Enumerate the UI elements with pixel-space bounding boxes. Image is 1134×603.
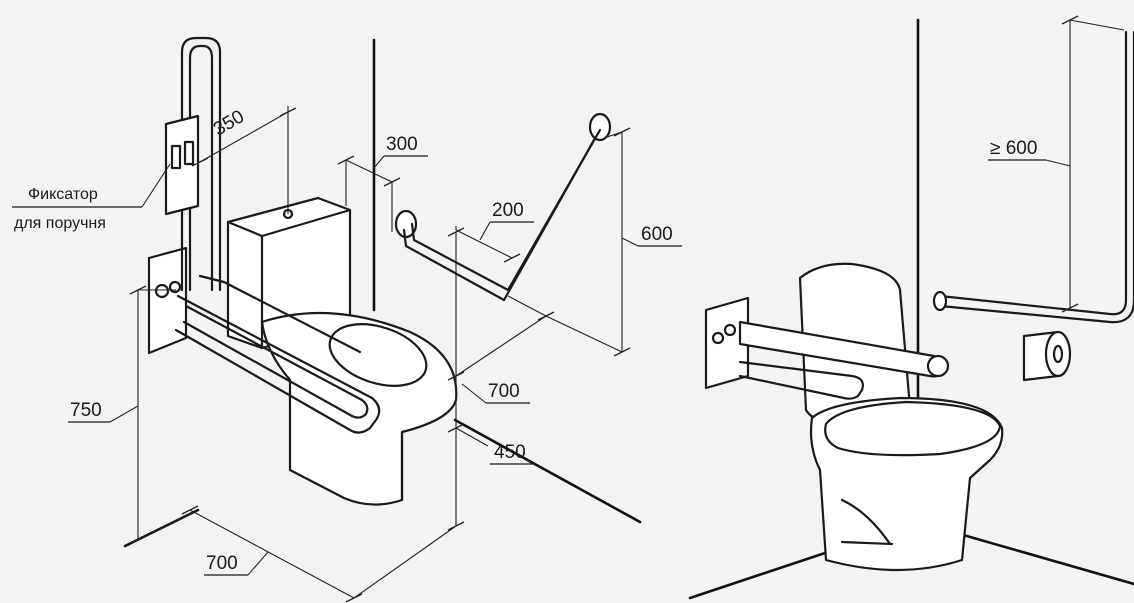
l-grab-bar-right bbox=[938, 30, 1128, 316]
label-700-width: 700 bbox=[206, 553, 238, 574]
label-ge-600-leader bbox=[1045, 159, 1071, 167]
label-450: 450 bbox=[494, 442, 526, 463]
label-600-leader bbox=[621, 237, 639, 247]
label-350: 350 bbox=[210, 106, 248, 140]
fold-down-handrail-lowered-inner bbox=[182, 304, 369, 419]
label-750: 750 bbox=[70, 400, 102, 421]
fixator-latch-icon bbox=[170, 144, 182, 170]
label-300: 300 bbox=[386, 134, 418, 155]
dim-line-350 bbox=[199, 111, 289, 163]
fold-down-grab-bar-right-lower bbox=[738, 360, 864, 400]
right-scene: ≥ 600 bbox=[688, 15, 1134, 600]
toilet-paper-roll-icon bbox=[1022, 330, 1072, 382]
label-fixator-line2: для поручня bbox=[14, 215, 106, 232]
dim-line-200 bbox=[455, 229, 513, 259]
dim-tick bbox=[447, 227, 465, 237]
handrail-fixator bbox=[164, 114, 200, 216]
grab-bar-wall-flange-icon bbox=[932, 290, 948, 312]
bracket-bolt-icon bbox=[154, 283, 170, 299]
dim-tick bbox=[191, 157, 209, 167]
label-fixator-leader bbox=[141, 163, 171, 208]
dim-tick bbox=[181, 505, 199, 515]
fold-up-handrail-raised bbox=[180, 36, 222, 292]
label-600: 600 bbox=[641, 224, 673, 245]
dim-extension bbox=[1069, 19, 1125, 31]
dim-extension bbox=[603, 131, 623, 139]
l-shaped-grab-bar bbox=[394, 112, 612, 302]
left-floor-back-edge bbox=[453, 418, 642, 524]
left-scene: 750 700 700 450 200 bbox=[12, 36, 682, 603]
l-grab-bar-right-outer bbox=[938, 30, 1134, 324]
dim-line-700-depth bbox=[455, 315, 547, 377]
fold-up-handrail-raised-inner bbox=[188, 44, 214, 292]
dim-extension bbox=[545, 315, 623, 353]
label-700-width-leader bbox=[247, 551, 269, 576]
fixator-latch-icon bbox=[183, 140, 195, 166]
label-200: 200 bbox=[492, 200, 524, 221]
label-300-leader bbox=[373, 155, 385, 169]
dim-extension bbox=[137, 509, 199, 541]
toilet-seat-right bbox=[824, 400, 1002, 457]
bracket-bolt-icon bbox=[723, 323, 737, 337]
label-ge-600: ≥ 600 bbox=[990, 138, 1037, 159]
dim-line-300 bbox=[345, 159, 393, 183]
dim-line-floor-right bbox=[353, 525, 457, 599]
grab-bar-wall-flange-icon bbox=[394, 209, 418, 239]
fold-down-handrail-hinge-arm bbox=[198, 274, 362, 354]
dim-tick bbox=[503, 253, 521, 263]
label-750-leader bbox=[109, 405, 139, 423]
dim-extension bbox=[507, 295, 547, 317]
label-700-depth: 700 bbox=[488, 381, 520, 402]
grab-bar-end-cap-icon bbox=[926, 354, 950, 378]
bracket-bolt-icon bbox=[711, 331, 725, 345]
bowl-base-line bbox=[840, 540, 894, 546]
dim-line-700-width bbox=[189, 509, 355, 599]
bowl-trap-line bbox=[840, 498, 892, 546]
dim-tick bbox=[447, 423, 465, 433]
toilet-seat-opening bbox=[328, 323, 428, 387]
dim-tick bbox=[1061, 303, 1079, 313]
wall-bracket-back bbox=[147, 246, 188, 355]
fold-down-handrail-lowered bbox=[174, 294, 381, 434]
wall-bracket-right bbox=[704, 296, 750, 390]
dim-line-450 bbox=[455, 427, 489, 447]
label-fixator-line1: Фиксатор bbox=[28, 186, 98, 203]
grab-bar-wall-flange-icon bbox=[588, 112, 612, 142]
label-700-depth-leader bbox=[461, 383, 487, 404]
label-200-leader bbox=[479, 221, 491, 241]
